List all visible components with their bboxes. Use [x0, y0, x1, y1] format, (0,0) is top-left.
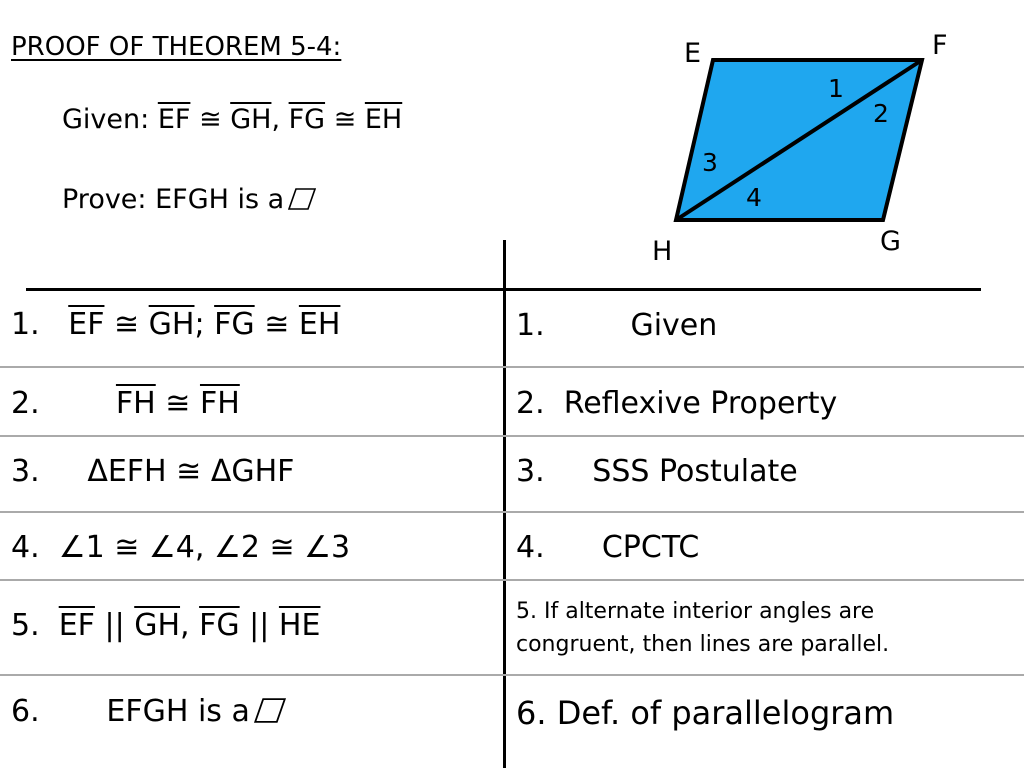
angle-label-3: 3 [702, 148, 718, 177]
table-row-divider [0, 366, 1024, 368]
segment: GH [148, 307, 195, 342]
angle-label-2: 2 [873, 99, 889, 128]
segment-ef: EF [157, 104, 191, 135]
symbol: , [180, 608, 200, 643]
parallelogram-icon [253, 698, 286, 723]
given-prefix: Given: [62, 104, 158, 135]
segment: GH [134, 608, 181, 643]
vertex-label-h: H [652, 236, 672, 267]
statement-number: 6. [11, 694, 40, 729]
statement-2: 2. FH ≅ FH [11, 386, 240, 421]
statement-number: 4. [11, 530, 40, 565]
symbol: ≅ [104, 307, 149, 342]
segment: FG [199, 608, 240, 643]
reason-5: 5. If alternate interior angles are cong… [516, 599, 890, 657]
table-row-divider [0, 579, 1024, 581]
symbol: || [94, 608, 135, 643]
page-title: PROOF OF THEOREM 5-4: [11, 32, 342, 62]
statement-text: ΔEFH ≅ ΔGHF [87, 454, 295, 489]
statement-number: 2. [11, 386, 40, 421]
angle-label-1: 1 [828, 74, 844, 103]
symbol: ≅ [155, 386, 200, 421]
symbol: || [239, 608, 279, 643]
vertex-label-f: F [932, 30, 948, 61]
statement-number: 5. [11, 608, 40, 643]
separator: , [271, 104, 289, 135]
vertex-label-e: E [684, 38, 701, 69]
statement-6: 6. EFGH is a [11, 694, 286, 729]
segment: EF [58, 608, 95, 643]
prove-text: Prove: EFGH is a [62, 184, 285, 215]
statement-5: 5. EF || GH, FG || HE [11, 608, 320, 643]
parallelogram-diagram: E F G H 1 2 3 4 [652, 30, 948, 267]
segment: EF [68, 307, 105, 342]
angle-label-4: 4 [746, 183, 762, 212]
reason-4: 4. CPCTC [516, 530, 700, 565]
symbol: ≅ [254, 307, 299, 342]
segment: FH [115, 386, 156, 421]
statement-number: 3. [11, 454, 40, 489]
symbol: ; [194, 307, 215, 342]
segment: HE [278, 608, 321, 643]
statement-text: ∠1 ≅ ∠4, ∠2 ≅ ∠3 [58, 530, 351, 565]
segment: FH [199, 386, 240, 421]
table-row-divider [0, 674, 1024, 676]
vertex-label-g: G [880, 226, 901, 257]
statement-1: 1. EF ≅ GH; FG ≅ EH [11, 307, 340, 342]
table-column-divider [503, 240, 506, 768]
statement-4: 4. ∠1 ≅ ∠4, ∠2 ≅ ∠3 [11, 530, 350, 565]
congruent-symbol: ≅ [190, 104, 231, 135]
parallelogram-icon [288, 188, 317, 210]
reason-3: 3. SSS Postulate [516, 454, 798, 489]
congruent-symbol: ≅ [325, 104, 365, 135]
table-row-divider [0, 435, 1024, 437]
segment-eh: EH [364, 104, 403, 135]
statement-number: 1. [11, 307, 40, 342]
statement-text: EFGH is a [106, 694, 250, 729]
segment-gh: GH [230, 104, 272, 135]
reason-2: 2. Reflexive Property [516, 386, 838, 421]
given-statement: Given: EF ≅ GH, FG ≅ EH [62, 104, 402, 135]
statement-3: 3. ΔEFH ≅ ΔGHF [11, 454, 294, 489]
prove-statement: Prove: EFGH is a [62, 184, 317, 215]
diagonal-fh [674, 58, 924, 222]
table-row-divider [0, 511, 1024, 513]
segment: FG [214, 307, 255, 342]
reason-1: 1. Given [516, 308, 718, 343]
segment-fg: FG [288, 104, 326, 135]
segment: EH [298, 307, 341, 342]
reason-6: 6. Def. of parallelogram [516, 694, 895, 732]
